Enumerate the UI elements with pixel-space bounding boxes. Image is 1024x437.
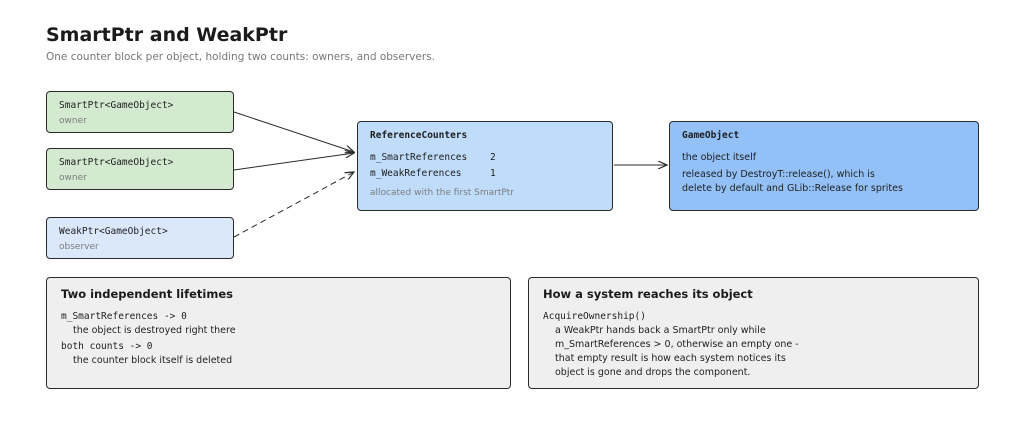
lifetimes-line-1: m_SmartReferences -> 0 <box>61 311 187 322</box>
counters-title: ReferenceCounters <box>370 130 468 141</box>
gameobject-title: GameObject <box>682 130 740 141</box>
reach-panel: How a system reaches its object AcquireO… <box>528 277 979 389</box>
reference-counters-node: ReferenceCounters m_SmartReferences 2 m_… <box>357 121 613 211</box>
reach-line-3: m_SmartReferences > 0, otherwise an empt… <box>555 339 799 350</box>
gameobject-line-1: the object itself <box>682 152 757 163</box>
reach-line-2: a WeakPtr hands back a SmartPtr only whi… <box>555 325 766 336</box>
owner2-to-counters-arrow <box>233 153 354 171</box>
gameobject-line-3: delete by default and GLib::Release for … <box>682 183 903 194</box>
weakptr-observer-node: WeakPtr<GameObject> observer <box>46 217 234 259</box>
observer-to-counters-dashed-arrow <box>233 172 354 238</box>
page-title: SmartPtr and WeakPtr <box>46 24 288 46</box>
reach-panel-title: How a system reaches its object <box>543 287 753 301</box>
lifetimes-panel: Two independent lifetimes m_SmartReferen… <box>46 277 511 389</box>
reach-line-5: object is gone and drops the component. <box>555 367 751 378</box>
lifetimes-panel-title: Two independent lifetimes <box>61 287 233 301</box>
gameobject-line-2: released by DestroyT::release(), which i… <box>682 169 875 180</box>
node-type-label: SmartPtr<GameObject> <box>59 157 174 168</box>
lifetimes-line-3: both counts -> 0 <box>61 341 153 352</box>
smart-references-label: m_SmartReferences <box>370 152 468 163</box>
node-role-label: owner <box>59 173 87 183</box>
reach-line-1: AcquireOwnership() <box>543 311 646 322</box>
node-role-label: owner <box>59 116 87 126</box>
owner1-to-counters-arrow <box>233 111 354 152</box>
weak-references-value: 1 <box>490 168 496 179</box>
counters-note: allocated with the first SmartPtr <box>370 188 515 198</box>
node-role-label: observer <box>59 242 99 252</box>
smart-references-value: 2 <box>490 152 496 163</box>
lifetimes-line-2: the object is destroyed right there <box>73 325 236 336</box>
node-type-label: SmartPtr<GameObject> <box>59 100 174 111</box>
gameobject-node: GameObject the object itself released by… <box>669 121 979 211</box>
weak-references-label: m_WeakReferences <box>370 168 462 179</box>
reach-line-4: that empty result is how each system not… <box>555 353 786 364</box>
node-type-label: WeakPtr<GameObject> <box>59 226 168 237</box>
smartptr-owner-node-2: SmartPtr<GameObject> owner <box>46 148 234 190</box>
lifetimes-line-4: the counter block itself is deleted <box>73 355 233 366</box>
page-subtitle: One counter block per object, holding tw… <box>46 51 435 63</box>
smartptr-owner-node-1: SmartPtr<GameObject> owner <box>46 91 234 133</box>
